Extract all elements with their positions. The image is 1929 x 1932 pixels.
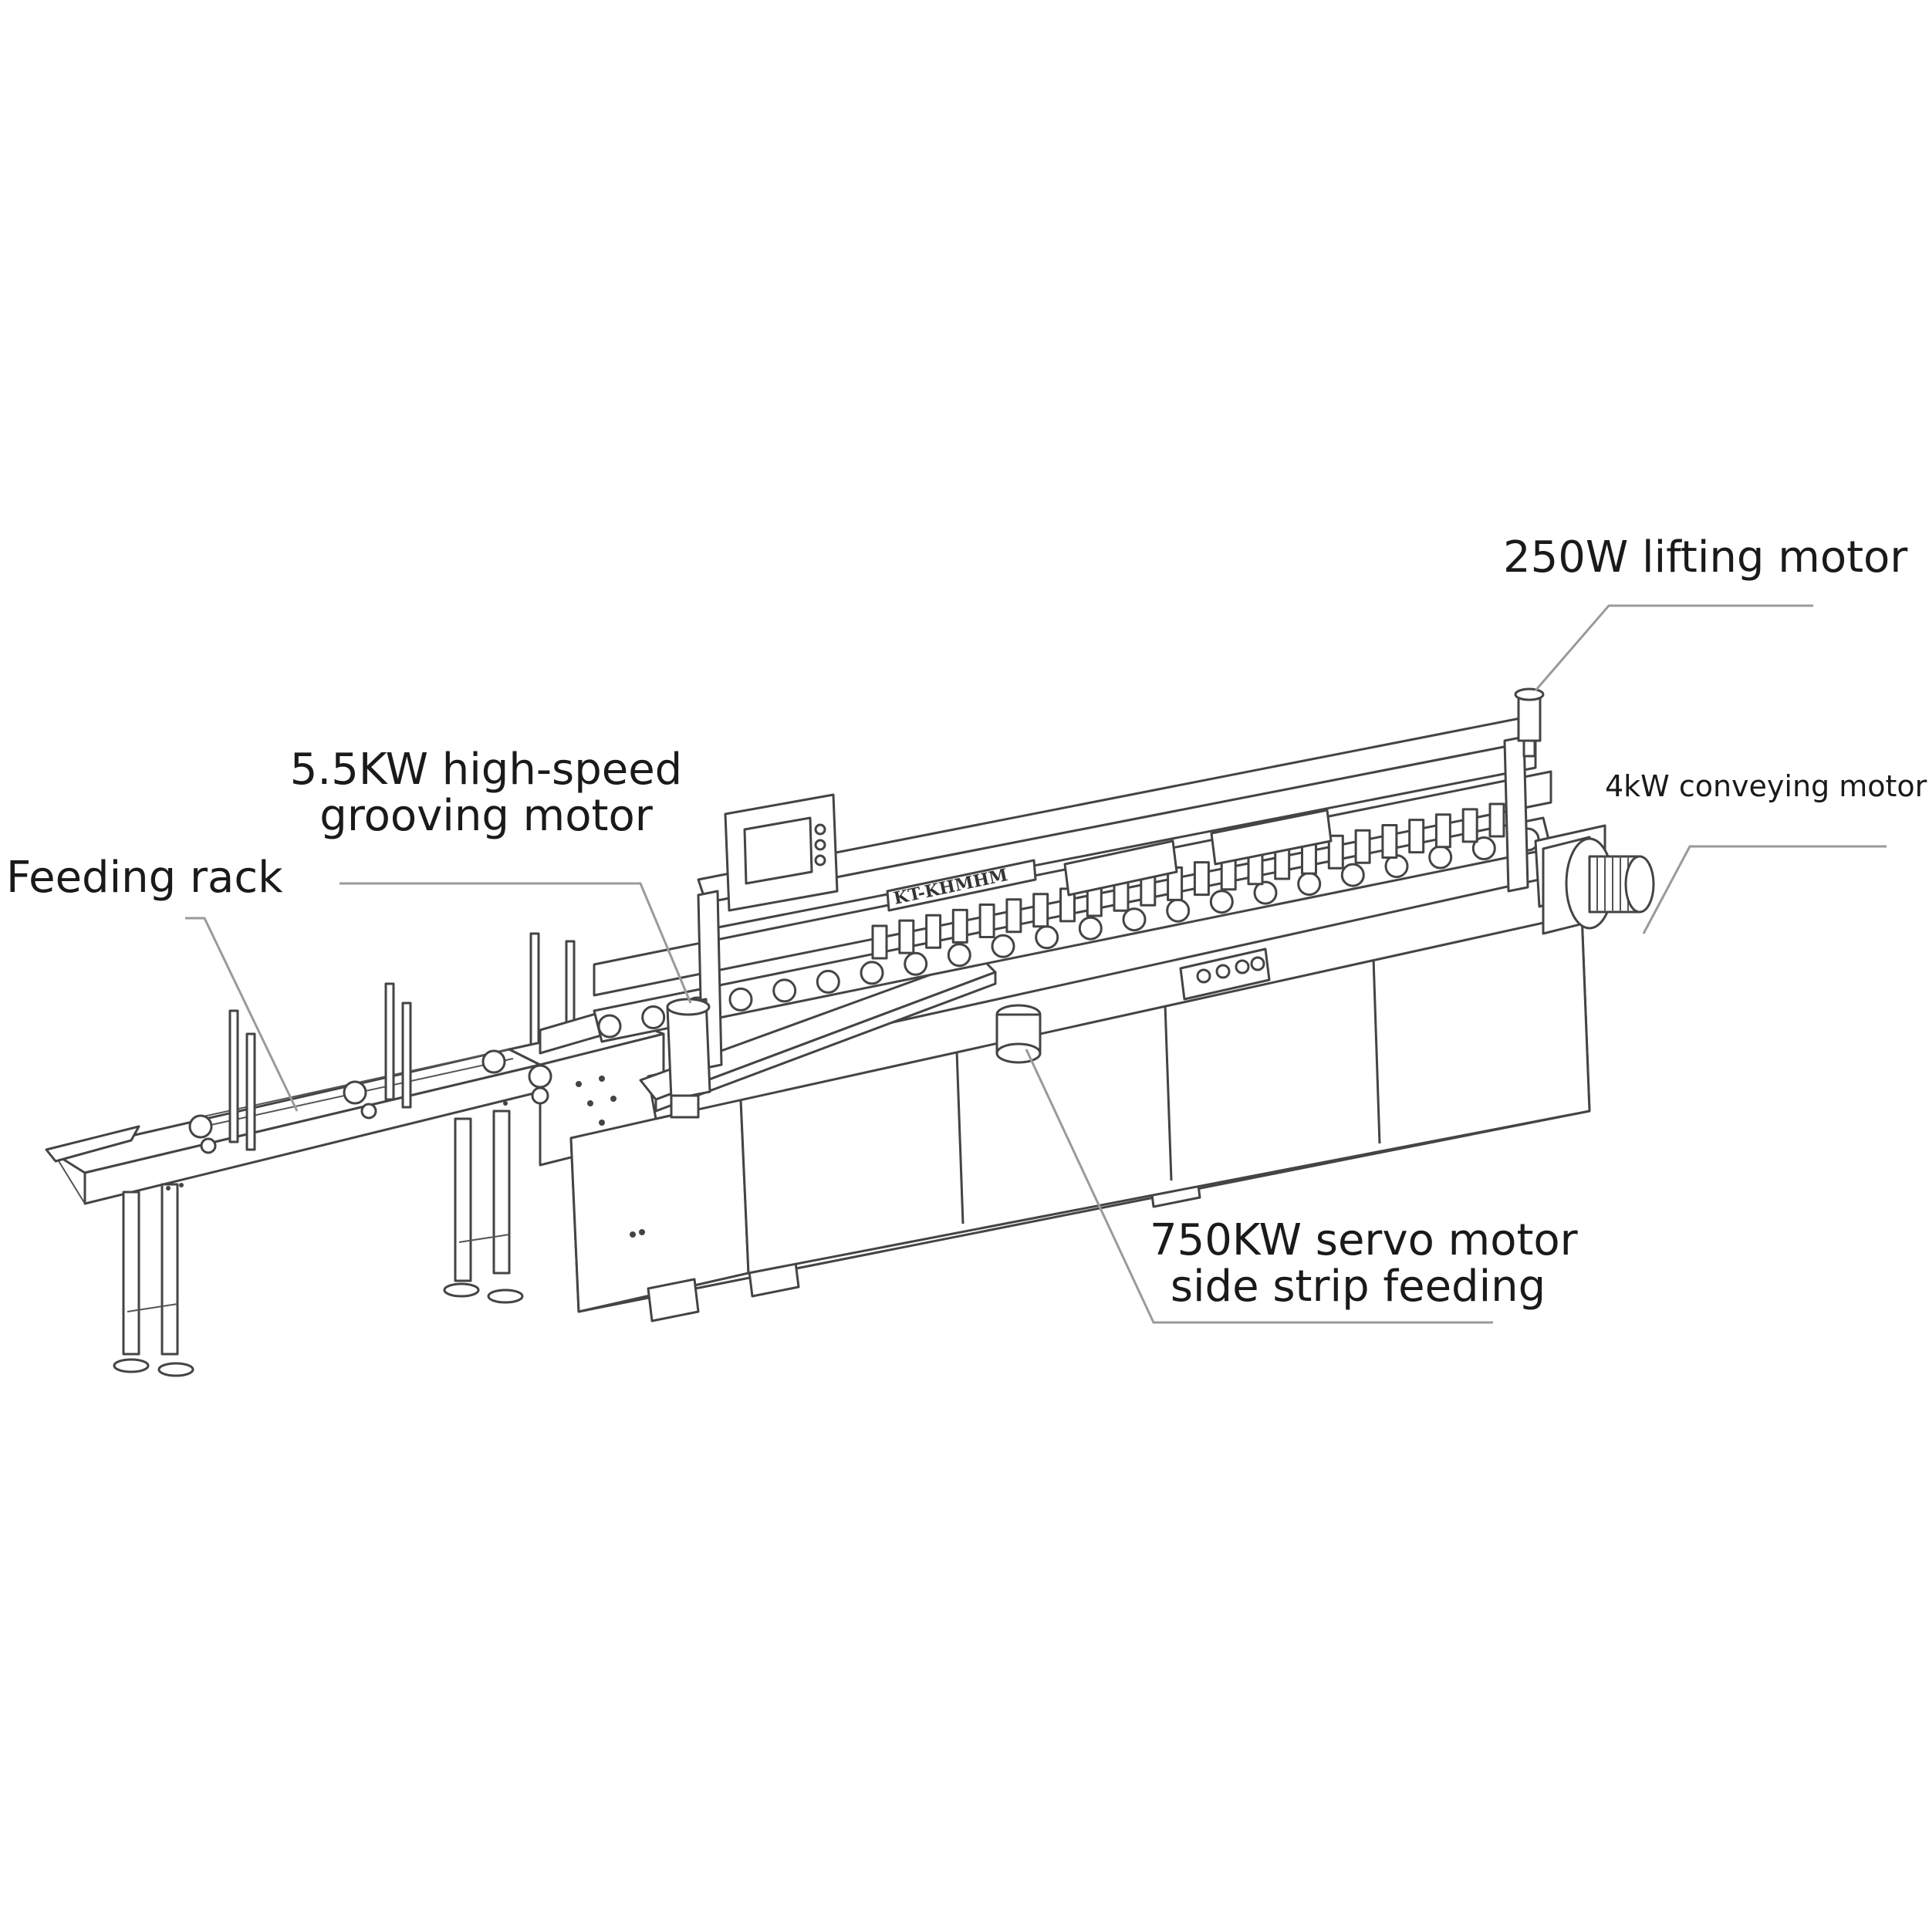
- label-conveying-motor: 4kW conveying motor: [1605, 769, 1927, 803]
- spindle: [1354, 829, 1371, 864]
- servo-motor-drawing: [995, 1004, 1042, 1064]
- spindle: [1381, 824, 1398, 859]
- roller: [1253, 880, 1278, 905]
- roller: [1078, 916, 1103, 941]
- spindle: [978, 904, 995, 938]
- spindle: [898, 919, 915, 954]
- spindle: [1488, 802, 1505, 838]
- spindle: [1434, 813, 1451, 849]
- roller: [816, 969, 840, 994]
- spindle: [951, 908, 968, 944]
- roller: [1297, 872, 1322, 897]
- roller: [904, 951, 928, 976]
- roller: [1209, 890, 1234, 914]
- leader-lines: [185, 604, 1887, 1324]
- spindle: [1032, 893, 1049, 928]
- roller: [1122, 907, 1147, 932]
- roller: [772, 978, 797, 1003]
- spindle: [1461, 808, 1478, 843]
- roller: [947, 943, 971, 968]
- label-grooving-motor-line1: 5.5KW high-speed: [289, 745, 683, 795]
- roller: [1471, 836, 1496, 860]
- spindle: [1005, 898, 1022, 934]
- spindle: [1193, 861, 1210, 897]
- spindle: [1408, 819, 1425, 854]
- roller: [1428, 845, 1453, 870]
- spindle: [925, 914, 942, 949]
- roller: [860, 961, 884, 985]
- label-grooving-motor-line2: grooving motor: [319, 791, 653, 841]
- label-servo-motor-line2: side strip feeding: [1170, 1262, 1546, 1312]
- roller: [1035, 925, 1059, 950]
- label-grooving-motor: 5.5KW high-speed grooving motor: [285, 748, 687, 838]
- roller: [641, 1005, 666, 1029]
- spindle: [1327, 834, 1344, 870]
- spindle: [871, 924, 888, 960]
- label-servo-motor-line1: 750KW servo motor: [1150, 1215, 1578, 1265]
- roller: [991, 934, 1015, 958]
- roller: [1166, 898, 1191, 923]
- roller: [728, 987, 753, 1012]
- label-servo-motor: 750KW servo motor side strip feeding: [1150, 1215, 1578, 1312]
- grooving-machine-body: KT-KHMHM: [569, 687, 1655, 1322]
- grooving-motor-drawing: [666, 998, 711, 1119]
- conveying-motor-drawing: [1542, 836, 1655, 935]
- roller: [1340, 863, 1365, 887]
- label-lifting-motor: 250W lifting motor: [1503, 532, 1908, 583]
- spindle-row: [871, 802, 1505, 960]
- label-feeding-rack: Feeding rack: [6, 853, 283, 903]
- roller: [597, 1014, 622, 1039]
- feeding-rack-drawing: [45, 932, 576, 1377]
